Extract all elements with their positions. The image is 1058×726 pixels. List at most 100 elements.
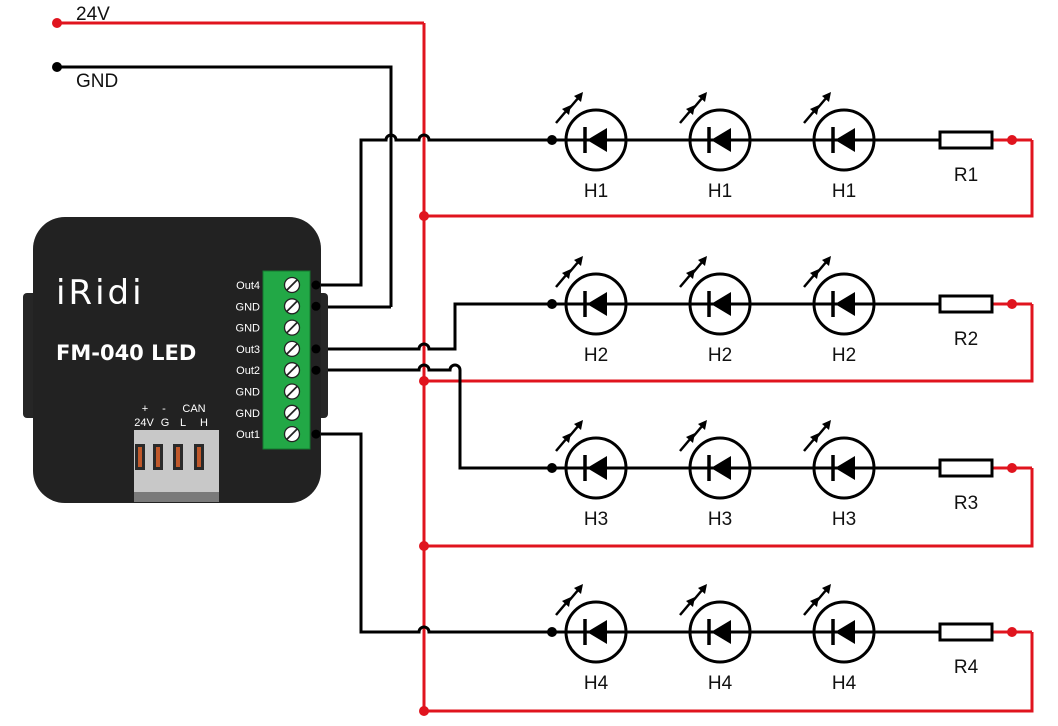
bus-junction — [419, 211, 429, 221]
connector-pin — [135, 444, 145, 470]
connector-minus-label: - — [162, 403, 166, 415]
light-emission-icon — [803, 256, 831, 288]
led-label: H4 — [832, 673, 857, 694]
connector-h-label: H — [200, 417, 208, 429]
terminal-label: GND — [236, 301, 261, 313]
supply-24v-label: 24V — [76, 4, 110, 25]
resistor-icon: R2 — [938, 294, 994, 350]
supply-gnd: GND — [52, 62, 393, 307]
connector-can-label: CAN — [182, 403, 205, 415]
led-icon: H3 — [679, 420, 752, 530]
screw-icon — [283, 298, 301, 315]
led-icon: H4 — [803, 584, 876, 694]
channel-junction — [1007, 627, 1017, 637]
supply-24v-terminal — [52, 18, 62, 28]
terminal-label: GND — [236, 323, 261, 335]
screw-icon — [283, 383, 301, 400]
connector-pin — [173, 444, 183, 470]
light-emission-icon — [555, 584, 583, 616]
connector-pin — [194, 444, 204, 470]
led-channel-1: H1 H1 H1 R1 — [547, 92, 1032, 202]
wire-junction — [311, 365, 321, 375]
terminal-gnd: GND — [236, 383, 301, 400]
light-emission-icon — [555, 420, 583, 452]
device-body — [33, 217, 321, 503]
led-icon: H1 — [555, 92, 628, 202]
light-emission-icon — [679, 420, 707, 452]
light-emission-icon — [803, 420, 831, 452]
screw-icon — [283, 340, 301, 358]
light-emission-icon — [555, 256, 583, 288]
led-icon: H3 — [803, 420, 876, 530]
channel-junction — [1007, 299, 1017, 309]
led-icon: H2 — [803, 256, 876, 366]
device-brand: iRidi — [56, 273, 145, 313]
screw-icon — [283, 362, 301, 379]
led-label: H2 — [708, 345, 732, 366]
connector-plus-label: + — [142, 403, 148, 415]
terminal-label: Out3 — [236, 344, 260, 356]
led-icon: H3 — [555, 420, 628, 530]
led-label: H3 — [584, 509, 608, 530]
channel-junction — [547, 299, 557, 309]
terminal-label: GND — [236, 408, 261, 420]
wire-junction — [311, 280, 321, 290]
bus-junction — [419, 706, 429, 716]
light-emission-icon — [679, 584, 707, 616]
led-label: H1 — [832, 181, 856, 202]
output-wires — [316, 133, 552, 634]
terminal-out2: Out2 — [236, 362, 321, 379]
led-icon: H4 — [555, 584, 628, 694]
light-emission-icon — [679, 92, 707, 124]
connector-g-label: G — [161, 417, 170, 429]
terminal-out1: Out1 — [236, 425, 321, 443]
terminal-out3: Out3 — [236, 340, 321, 358]
led-icon: H2 — [555, 256, 628, 366]
positive-bus — [419, 23, 1034, 716]
led-label: H4 — [708, 673, 733, 694]
connector-24v-label: 24V — [134, 417, 154, 429]
light-emission-icon — [803, 584, 831, 616]
channel-junction — [547, 135, 557, 145]
connector-l-label: L — [180, 417, 186, 429]
supply-gnd-label: GND — [76, 71, 118, 92]
terminal-label: Out2 — [236, 365, 260, 377]
wire-junction — [311, 429, 321, 439]
power-can-connector: + - CAN 24V G L H — [134, 403, 219, 502]
resistor-icon: R1 — [938, 130, 994, 186]
resistor-icon: R3 — [938, 458, 994, 514]
screw-icon — [283, 319, 301, 336]
resistor-label: R3 — [954, 493, 978, 514]
screw-icon — [283, 276, 301, 294]
led-label: H3 — [708, 509, 732, 530]
channel-junction — [1007, 135, 1017, 145]
terminal-gnd: GND — [236, 319, 301, 336]
led-label: H1 — [708, 181, 732, 202]
led-icon: H1 — [803, 92, 876, 202]
terminal-block — [262, 270, 311, 450]
screw-icon — [283, 404, 301, 421]
terminal-out4: Out4 — [236, 276, 321, 294]
channel-junction — [1007, 463, 1017, 473]
supply-24v: 24V — [52, 4, 424, 28]
led-label: H1 — [584, 181, 608, 202]
terminal-gnd: GND — [236, 404, 301, 421]
led-icon: H2 — [679, 256, 752, 366]
led-icon: H4 — [679, 584, 752, 694]
light-emission-icon — [679, 256, 707, 288]
led-icon: H1 — [679, 92, 752, 202]
connector-pin — [153, 444, 163, 470]
wire-junction — [311, 301, 321, 311]
terminal-label: Out1 — [236, 429, 260, 441]
resistor-label: R1 — [954, 165, 978, 186]
channel-junction — [547, 463, 557, 473]
fm-040-led-module: iRidi FM-040 LED + - CAN 24V G L H Out4G… — [23, 217, 328, 503]
terminal-label: Out4 — [236, 280, 260, 292]
resistor-label: R2 — [954, 329, 978, 350]
